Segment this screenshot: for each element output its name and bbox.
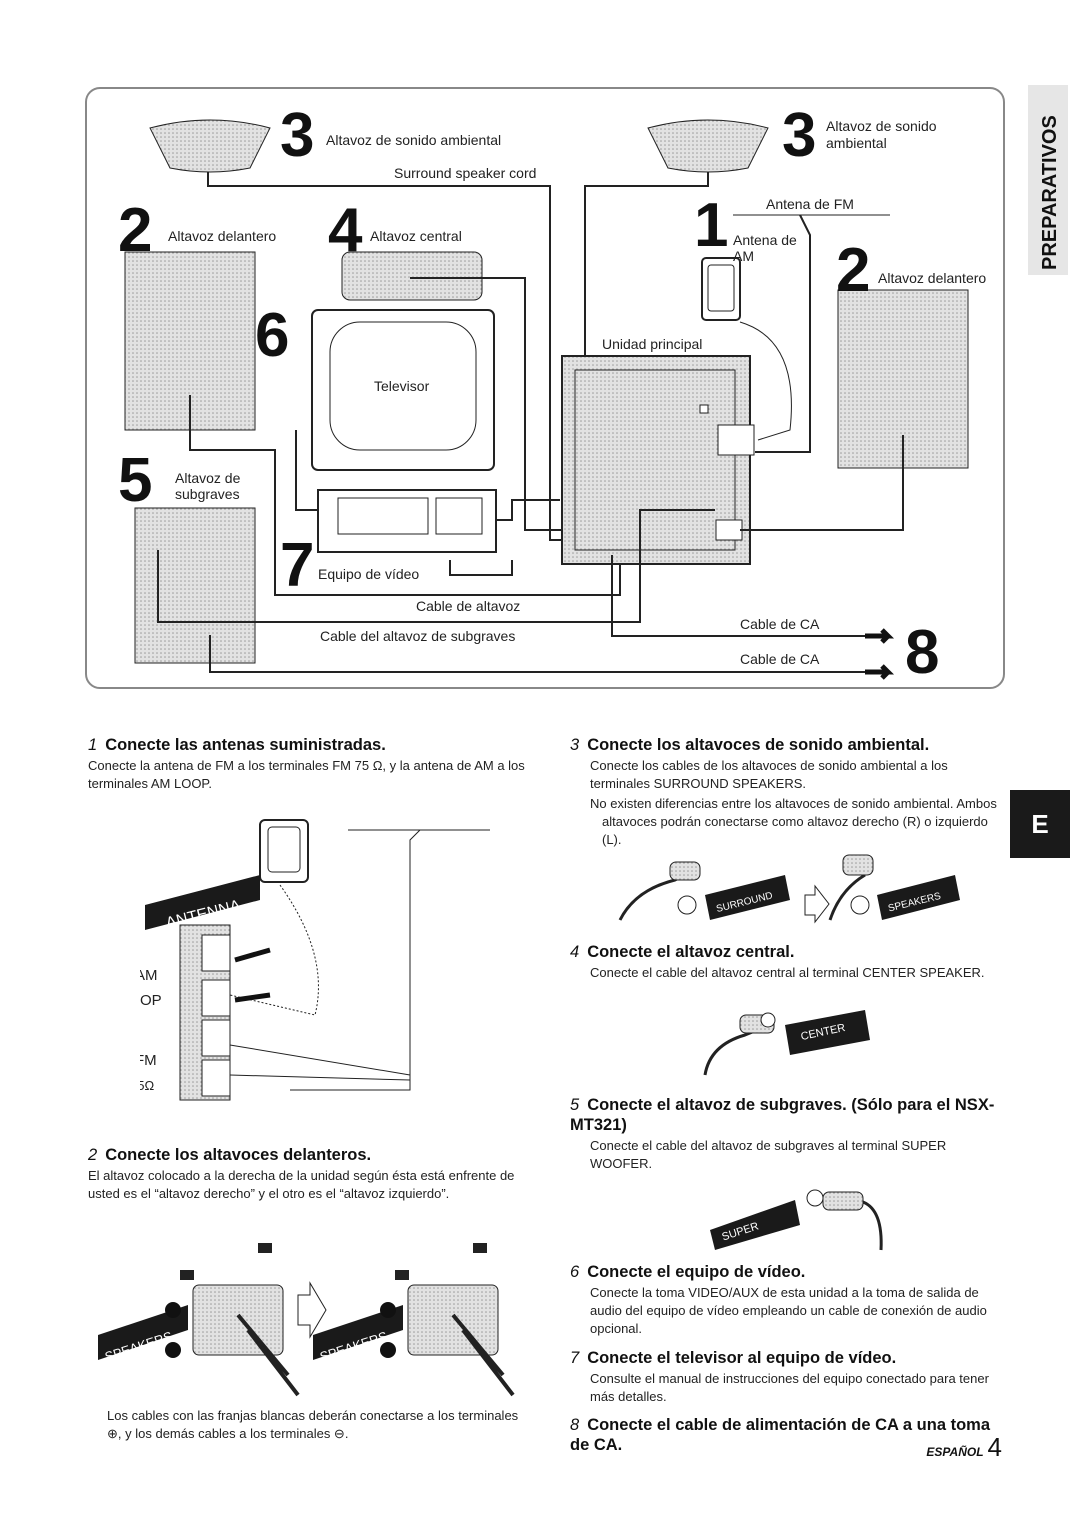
label-surround-left: Altavoz de sonido ambiental [326, 132, 502, 148]
svg-text:75Ω: 75Ω [140, 1078, 154, 1093]
section-7-body: Consulte el manual de instrucciones del … [590, 1371, 989, 1404]
label-surround-right-1: Altavoz de sonido [826, 118, 937, 134]
label-center: Altavoz central [370, 228, 462, 244]
label-ac-cable-1: Cable de CA [740, 616, 820, 632]
label-ac-cable-2: Cable de CA [740, 651, 820, 667]
svg-text:LOOP: LOOP [140, 992, 162, 1009]
svg-text:FM: FM [140, 1052, 157, 1069]
section-8-title: Conecte el cable de alimentación de CA a… [570, 1416, 991, 1454]
language-tab: E [1010, 790, 1070, 858]
step-number-2-right: 2 [836, 236, 871, 305]
center-speaker [341, 251, 483, 301]
label-fm-antenna: Antena de FM [766, 196, 854, 212]
label-main-unit: Unidad principal [602, 336, 703, 352]
footer-lang: ESPAÑOL [926, 1445, 984, 1459]
step-number-1: 1 [694, 191, 729, 260]
front-speakers-illustration: SPEAKERS SPEAKERS [98, 1243, 515, 1397]
preparativos-side-tab: PREPARATIVOS [1020, 85, 1070, 285]
step-number-2-left: 2 [118, 196, 153, 265]
section-6-body: Conecte la toma VIDEO/AUX de esta unidad… [590, 1285, 987, 1336]
label-speaker-cable: Cable de altavoz [416, 598, 521, 614]
step-number-3-left: 3 [280, 101, 315, 170]
super-woofer-illustration: SUPER [710, 1189, 883, 1251]
step-number-6: 6 [255, 301, 290, 370]
label-sub-2: subgraves [175, 486, 240, 502]
connection-diagram [85, 87, 1005, 689]
am-antenna [701, 257, 741, 321]
label-surround-right-2: ambiental [826, 135, 887, 151]
section-5-body: Conecte el cable del altavoz de subgrave… [590, 1138, 947, 1171]
section-6-title: Conecte el equipo de vídeo. [587, 1263, 806, 1281]
label-sub-1: Altavoz de [175, 470, 241, 486]
side-tab-label: PREPARATIVOS [1039, 115, 1061, 270]
step-number-3-right: 3 [782, 101, 817, 170]
television [311, 309, 495, 471]
section-1-title: Conecte las antenas suministradas. [105, 736, 386, 754]
section-3-title: Conecte los altavoces de sonido ambienta… [587, 736, 930, 754]
section-2-note: Los cables con las franjas blancas deber… [107, 1408, 519, 1441]
step-number-4: 4 [328, 196, 363, 265]
step-number-5: 5 [118, 446, 153, 515]
section-4-title: Conecte el altavoz central. [587, 943, 795, 961]
label-video: Equipo de vídeo [318, 566, 420, 582]
page-number: 4 [987, 1432, 1002, 1462]
label-tv: Televisor [374, 378, 430, 394]
surround-illustration: SURROUND SPEAKERS [618, 854, 960, 924]
label-am-antenna-1: Antena de [733, 232, 797, 248]
subwoofer [134, 507, 256, 664]
step-number-7: 7 [280, 531, 315, 600]
surround-speaker-right [647, 119, 769, 173]
section-3-bullet: No existen diferencias entre los altavoc… [590, 796, 997, 847]
section-2-body: El altavoz colocado a la derecha de la u… [88, 1168, 515, 1201]
section-3-body: Conecte los cables de los altavoces de s… [590, 758, 948, 791]
label-am-antenna-2: AM [733, 248, 754, 264]
label-surround-cord: Surround speaker cord [394, 165, 537, 181]
video-equipment [317, 489, 497, 553]
section-5-title: Conecte el altavoz de subgraves. (Sólo p… [570, 1096, 995, 1134]
antenna-illustration: ANTENNA AM LOOP FM 75Ω [140, 819, 490, 1101]
section-7-title: Conecte el televisor al equipo de vídeo. [587, 1349, 897, 1367]
label-front-left: Altavoz delantero [168, 228, 277, 244]
section-2-title: Conecte los altavoces delanteros. [105, 1146, 372, 1164]
svg-text:AM: AM [140, 967, 158, 984]
center-illustration: CENTER [703, 1010, 870, 1076]
label-sub-cable: Cable del altavoz de subgraves [320, 628, 516, 644]
surround-speaker-left [149, 119, 271, 173]
diagram-frame [85, 87, 1005, 689]
section-4-body: Conecte el cable del altavoz central al … [590, 965, 985, 980]
section-1-body: Conecte la antena de FM a los terminales… [88, 758, 525, 791]
step-number-8: 8 [905, 618, 940, 687]
label-front-right: Altavoz delantero [878, 270, 987, 286]
